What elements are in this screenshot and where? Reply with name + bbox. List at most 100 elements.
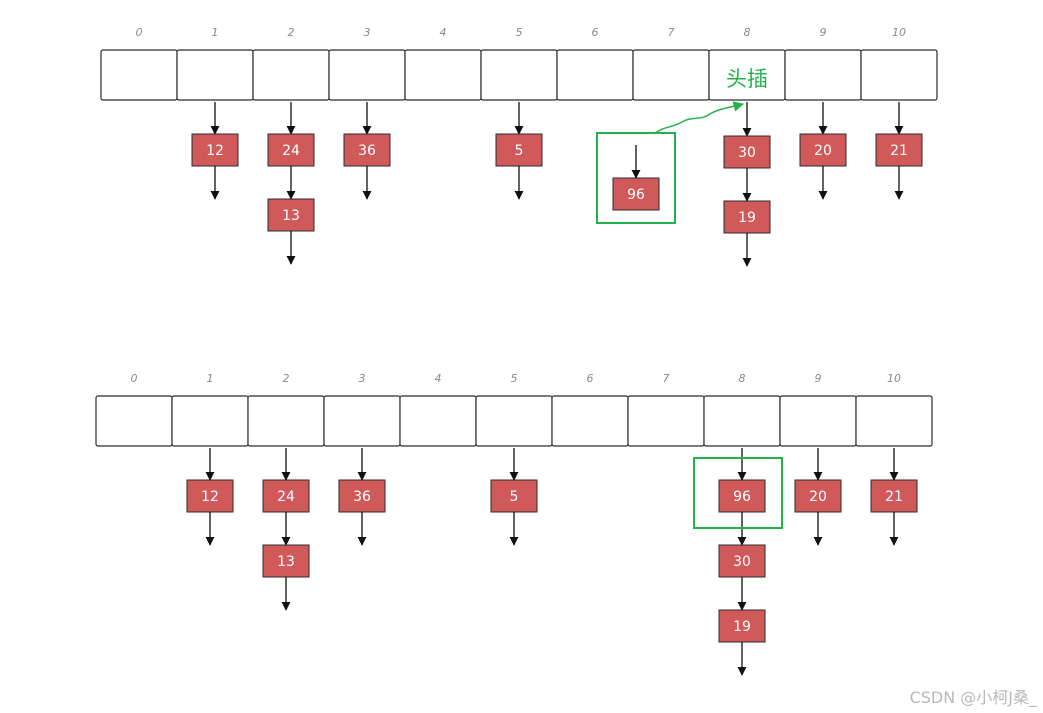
bucket-slot (779, 395, 857, 447)
bucket-slot (703, 395, 781, 447)
bucket-slot (252, 49, 330, 101)
bucket-index-label: 2 (283, 372, 290, 385)
node-value: 12 (201, 489, 219, 505)
node-value: 19 (738, 210, 756, 226)
bucket-slot (100, 49, 178, 101)
bucket-slot (627, 395, 705, 447)
bucket-slot (551, 395, 629, 447)
list-node: 19 (718, 609, 766, 643)
node-box (267, 133, 315, 167)
bucket-slot (176, 49, 254, 101)
node-box (794, 479, 842, 513)
node-value: 13 (282, 208, 300, 224)
list-node: 20 (794, 479, 842, 513)
list-node: 24 (262, 479, 310, 513)
bucket-index-label: 3 (364, 26, 371, 39)
list-node: 19 (723, 200, 771, 234)
bucket-slot (247, 395, 325, 447)
bucket-slot (556, 49, 634, 101)
bucket-slot (404, 49, 482, 101)
node-box (267, 198, 315, 232)
node-value: 5 (510, 489, 519, 505)
bucket-index-label: 6 (587, 372, 594, 385)
node-value: 96 (733, 489, 751, 505)
bucket-slot (328, 49, 406, 101)
node-value: 24 (277, 489, 295, 505)
bucket-index-label: 1 (212, 26, 219, 39)
list-node: 5 (495, 133, 543, 167)
node-value: 5 (515, 143, 524, 159)
list-node: 30 (723, 135, 771, 169)
node-value: 20 (814, 143, 832, 159)
bucket-index-label: 7 (668, 26, 675, 39)
list-node: 12 (186, 479, 234, 513)
node-box (262, 479, 310, 513)
bucket-index-label: 10 (892, 26, 906, 39)
node-box (718, 609, 766, 643)
list-node: 24 (267, 133, 315, 167)
bucket-slot (480, 49, 558, 101)
list-node: 12 (191, 133, 239, 167)
bucket-slot (475, 395, 553, 447)
bucket-index-label: 3 (359, 372, 366, 385)
bucket-slot (860, 49, 938, 101)
bucket-index-label: 6 (592, 26, 599, 39)
head-insert-annotation: 头插 (726, 67, 768, 91)
bucket-slot (784, 49, 862, 101)
node-value: 24 (282, 143, 300, 159)
node-value: 96 (627, 187, 645, 203)
bucket-slot (171, 395, 249, 447)
list-node: 30 (718, 544, 766, 578)
bucket-index-label: 8 (739, 372, 746, 385)
list-node: 36 (343, 133, 391, 167)
bucket-index-label: 5 (516, 26, 523, 39)
bucket-slot (399, 395, 477, 447)
list-node: 21 (870, 479, 918, 513)
node-box (718, 544, 766, 578)
bucket-slot (855, 395, 933, 447)
list-node: 13 (262, 544, 310, 578)
bucket-index-label: 0 (131, 372, 138, 385)
highlight-box (693, 457, 783, 529)
node-box (875, 133, 923, 167)
bucket-index-label: 10 (887, 372, 901, 385)
node-value: 30 (738, 145, 756, 161)
bucket-index-label: 4 (440, 26, 447, 39)
node-box (870, 479, 918, 513)
bucket-index-label: 2 (288, 26, 295, 39)
node-box (191, 133, 239, 167)
node-box (338, 479, 386, 513)
bucket-index-label: 8 (744, 26, 751, 39)
bucket-slot (95, 395, 173, 447)
bucket-index-label: 0 (136, 26, 143, 39)
head-insert-curve (653, 101, 745, 135)
list-node: 96 (612, 177, 660, 211)
list-node: 96 (718, 479, 766, 513)
node-box (723, 200, 771, 234)
node-value: 20 (809, 489, 827, 505)
node-value: 21 (890, 143, 908, 159)
node-box (612, 177, 660, 211)
node-value: 30 (733, 554, 751, 570)
bucket-index-label: 9 (820, 26, 827, 39)
list-node: 5 (490, 479, 538, 513)
node-box (495, 133, 543, 167)
node-box (490, 479, 538, 513)
node-value: 21 (885, 489, 903, 505)
node-value: 36 (353, 489, 371, 505)
bucket-slot (632, 49, 710, 101)
list-node: 36 (338, 479, 386, 513)
new-node-highlight-box (596, 132, 676, 224)
node-value: 13 (277, 554, 295, 570)
watermark-text: CSDN @小柯J桑_ (910, 688, 1038, 708)
list-node: 13 (267, 198, 315, 232)
list-node: 20 (799, 133, 847, 167)
node-box (262, 544, 310, 578)
node-box (186, 479, 234, 513)
bucket-index-label: 4 (435, 372, 442, 385)
bucket-slot (323, 395, 401, 447)
bucket-index-label: 1 (207, 372, 214, 385)
